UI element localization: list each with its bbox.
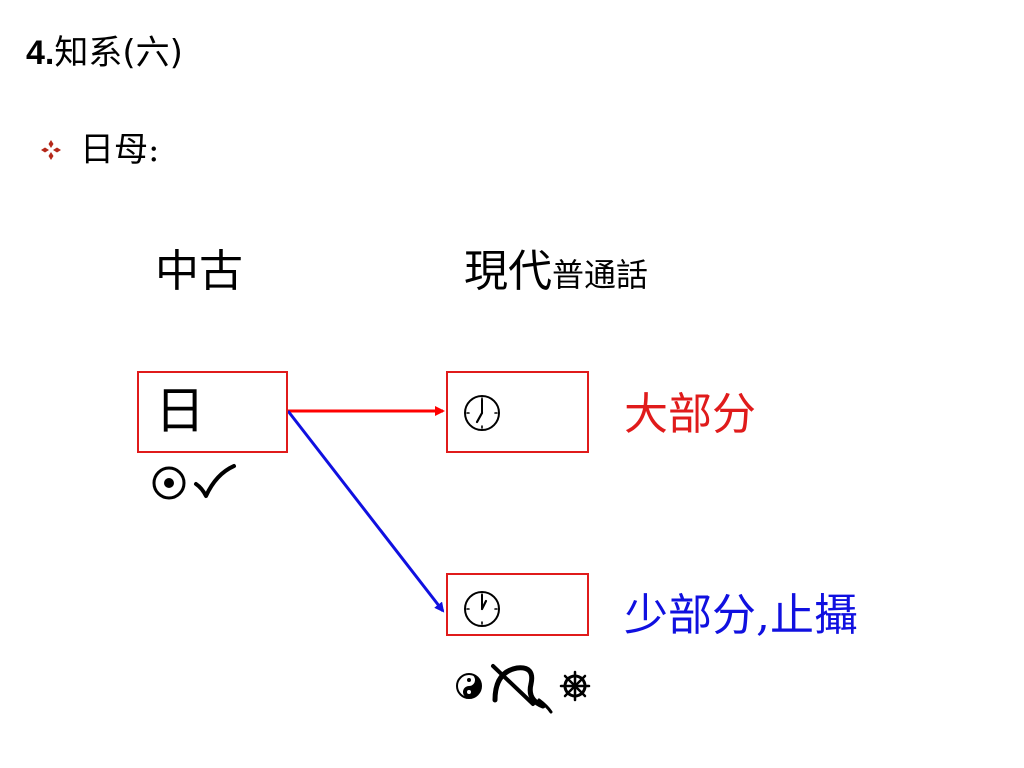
yin-yang-icon bbox=[456, 673, 482, 699]
modern-minority-symbols bbox=[456, 664, 591, 714]
clock-twelve-icon bbox=[464, 591, 500, 627]
slide-title: 4.知系(六) bbox=[26, 30, 183, 76]
minority-note: 少部分,止攝 bbox=[624, 590, 858, 641]
title-number: 4. bbox=[26, 34, 55, 72]
column-header-middle-chinese: 中古 bbox=[155, 246, 243, 297]
bullet-text: 日母: bbox=[80, 130, 160, 170]
column-header-modern-main: 現代 bbox=[464, 246, 552, 297]
modern-minority-box bbox=[446, 573, 589, 636]
column-header-modern: 現代普通話 bbox=[464, 245, 648, 302]
clock-seven-icon bbox=[464, 395, 500, 431]
middle-chinese-initial-char: 日 bbox=[155, 382, 205, 440]
middle-chinese-symbols bbox=[152, 464, 236, 500]
title-text: 知系(六) bbox=[54, 33, 183, 73]
middle-chinese-initial-box: 日 bbox=[137, 371, 288, 453]
dharma-wheel-icon bbox=[559, 670, 591, 702]
majority-note: 大部分 bbox=[624, 389, 756, 440]
bullet-item: 日母: bbox=[40, 128, 159, 172]
column-header-modern-sub: 普通話 bbox=[552, 256, 649, 294]
modern-majority-box bbox=[446, 371, 589, 453]
snake-cross-icon bbox=[491, 664, 553, 714]
circled-dot-icon bbox=[152, 466, 186, 500]
check-mark-icon bbox=[194, 464, 236, 498]
diamond-bullet-icon bbox=[41, 140, 61, 160]
minority-arrow bbox=[286, 410, 445, 613]
